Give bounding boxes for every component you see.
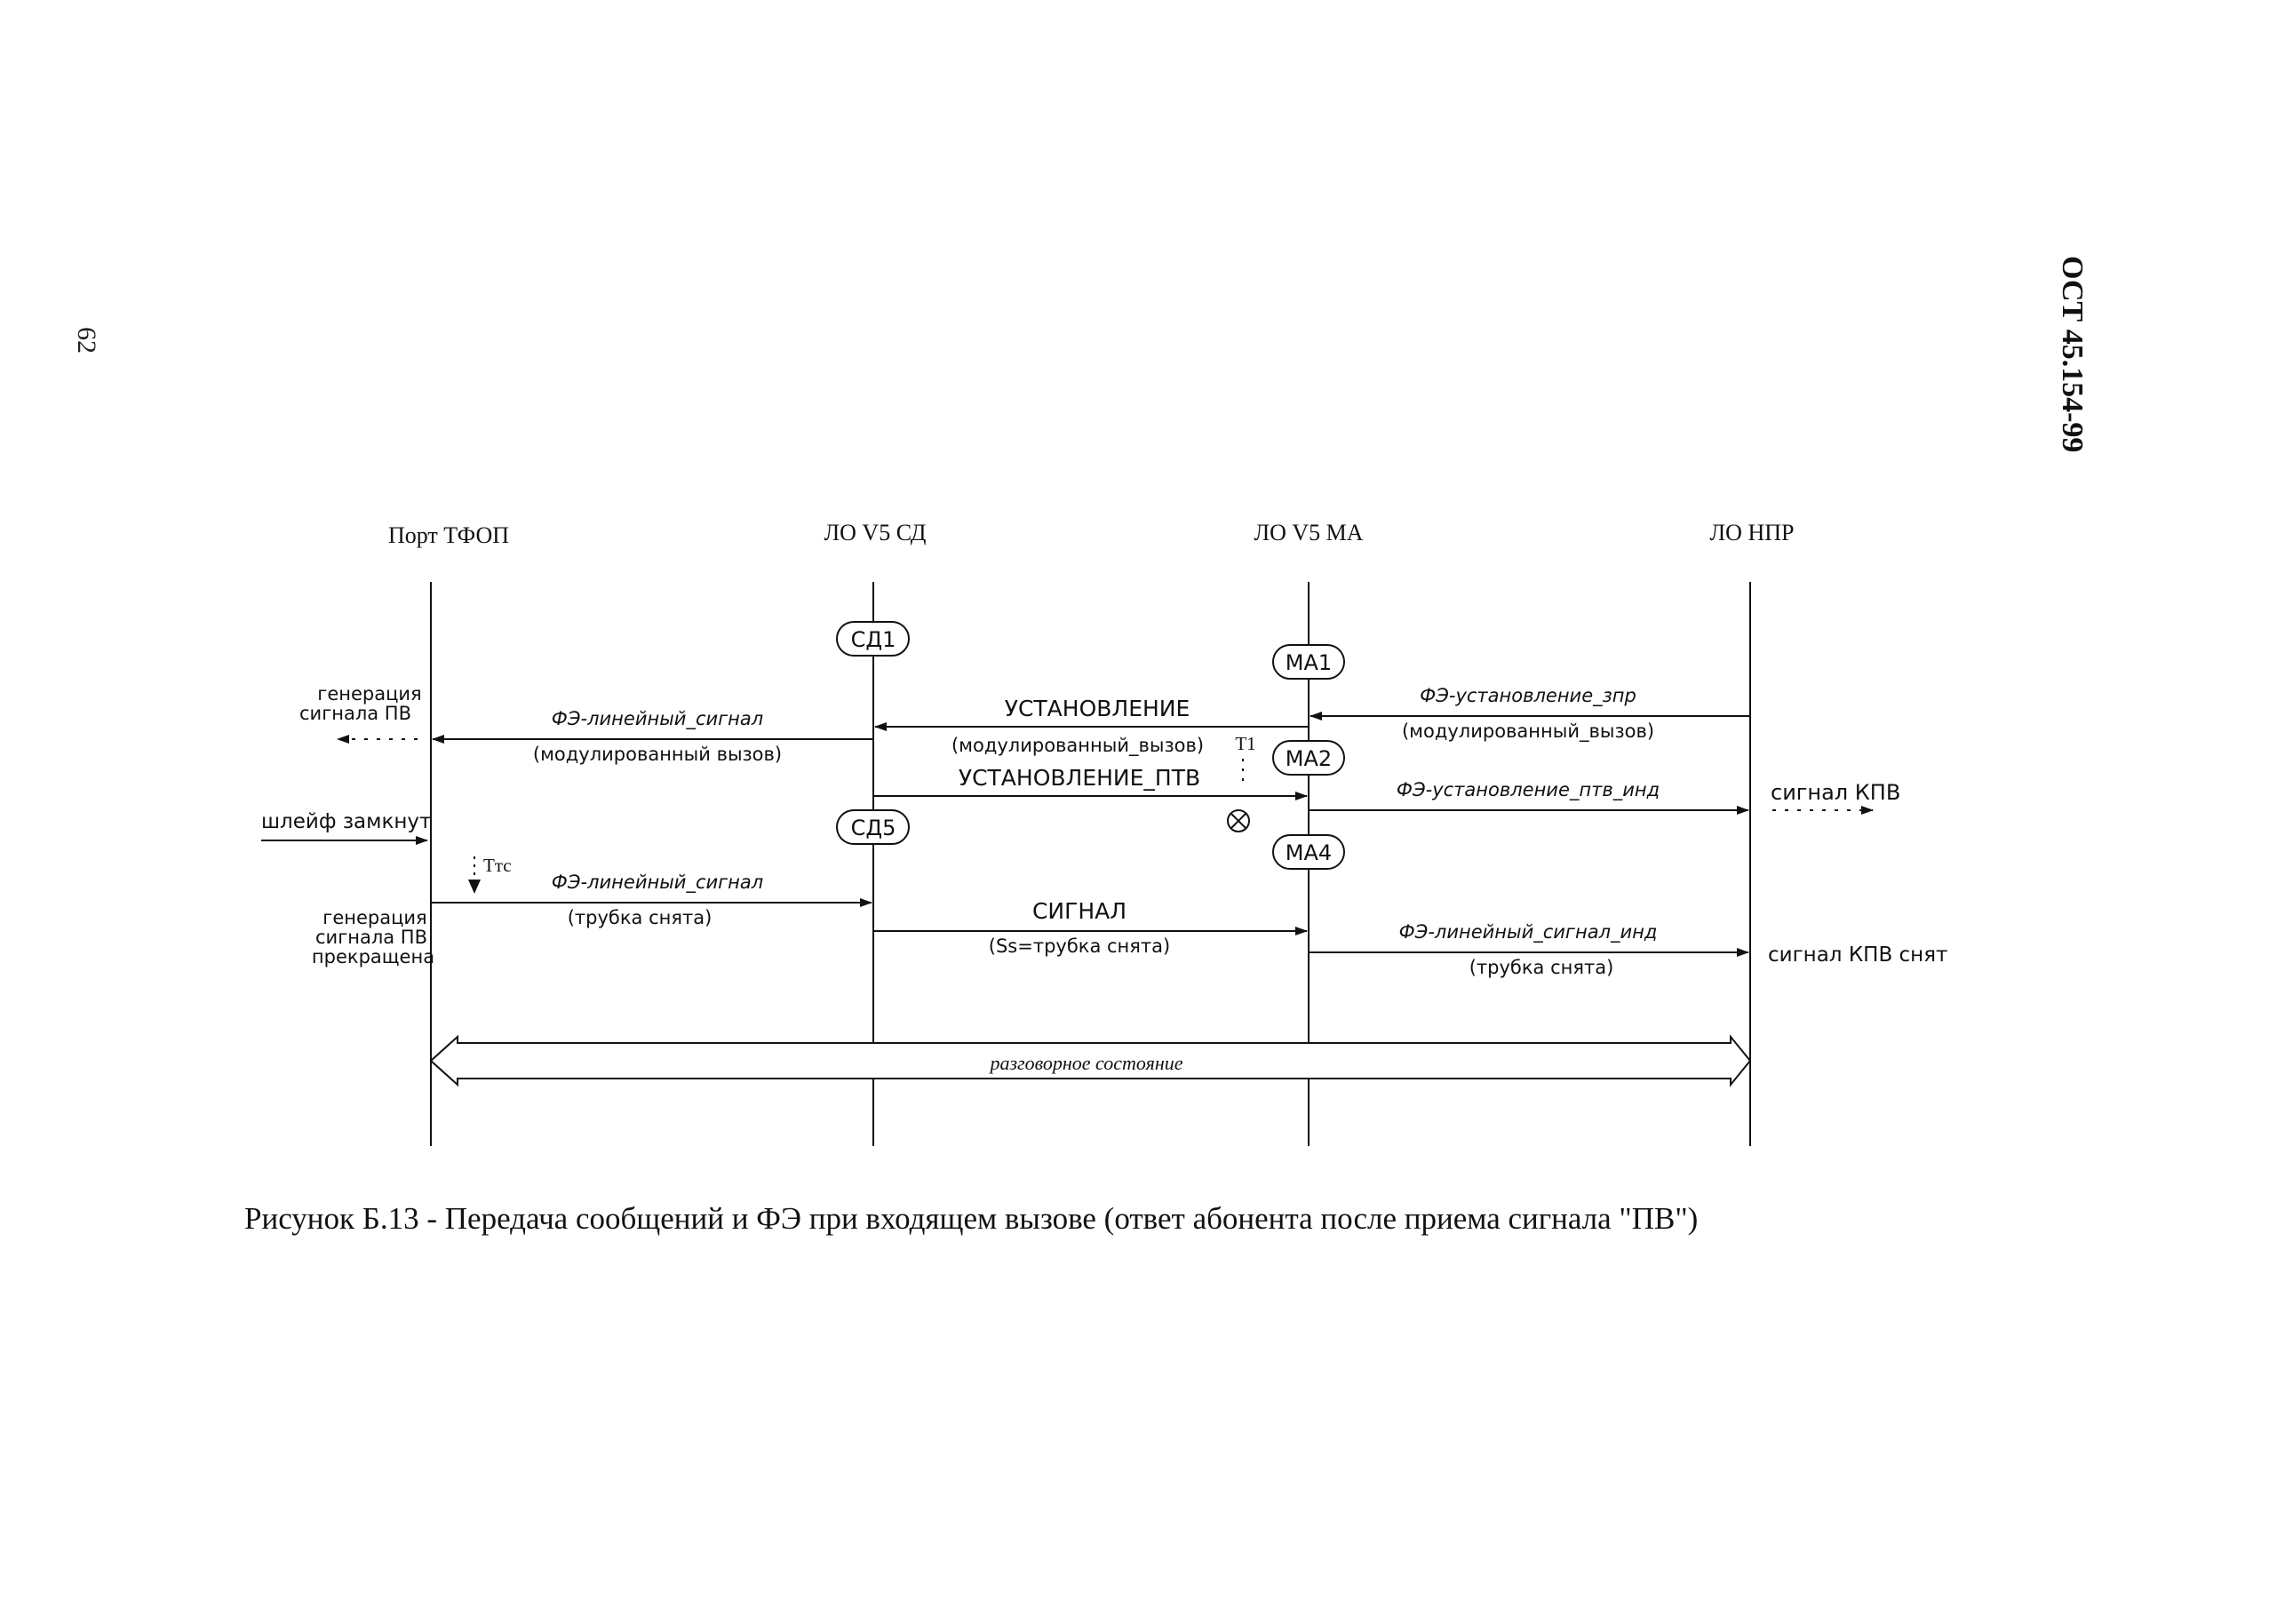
note-gen-stop-line3: прекращена bbox=[312, 946, 434, 967]
msg-fe-setup-req-label: ФЭ-установление_зпр bbox=[1420, 685, 1636, 707]
conversation-state-label: разговорное состояние bbox=[988, 1052, 1182, 1074]
msg-setup-ptv-label: УСТАНОВЛЕНИЕ_ПТВ bbox=[959, 765, 1200, 791]
note-gen-pv-line2: сигнала ПВ bbox=[299, 703, 411, 724]
msg-signal-label: СИГНАЛ bbox=[1032, 898, 1127, 924]
msg-signal-param: (Ss=трубка снята) bbox=[989, 935, 1170, 957]
msg-fe-line-signal-1-label: ФЭ-линейный_сигнал bbox=[552, 708, 763, 730]
state-ma4: МА4 bbox=[1272, 834, 1345, 870]
timer-stop-icon bbox=[1227, 809, 1250, 832]
note-gen-stop-line2: сигнала ПВ bbox=[315, 927, 427, 948]
note-gen-stop-line1: генерация bbox=[322, 907, 426, 928]
page-number: 62 bbox=[72, 327, 101, 354]
msg-fe-line-signal-1-param: (модулированный вызов) bbox=[533, 744, 782, 765]
state-ma4-label: МА4 bbox=[1286, 840, 1332, 865]
msg-fe-line-signal-ind-param: (трубка снята) bbox=[1469, 957, 1614, 978]
state-sd1-label: СД1 bbox=[851, 627, 896, 652]
figure-caption: Рисунок Б.13 - Передача сообщений и ФЭ п… bbox=[244, 1201, 1699, 1236]
note-kpv-removed: сигнал КПВ снят bbox=[1768, 943, 1947, 967]
lane-header-lo-v5-ma: ЛО V5 МА bbox=[1254, 520, 1363, 545]
note-kpv-signal: сигнал КПВ bbox=[1771, 780, 1900, 805]
msg-setup-label: УСТАНОВЛЕНИЕ bbox=[1005, 696, 1190, 721]
conversation-state-band bbox=[429, 1034, 1752, 1087]
state-ma1: МА1 bbox=[1272, 644, 1345, 680]
lane-header-lo-npr: ЛО НПР bbox=[1710, 520, 1795, 545]
msg-setup-param: (модулированный_вызов) bbox=[951, 735, 1204, 757]
state-ma2-label: МА2 bbox=[1286, 746, 1332, 771]
note-loop-closed: шлейф замкнут bbox=[261, 810, 431, 833]
msg-fe-line-signal-2-param: (трубка снята) bbox=[568, 907, 713, 928]
timer-t1: T1 bbox=[1235, 733, 1255, 754]
state-sd1: СД1 bbox=[836, 621, 910, 657]
timer-ttc-label: Ттс bbox=[483, 855, 512, 876]
lane-header-pstn-port: Порт ТФОП bbox=[388, 522, 509, 548]
msg-fe-setup-ptv-ind-label: ФЭ-установление_птв_инд bbox=[1397, 779, 1660, 801]
state-sd5-label: СД5 bbox=[851, 816, 896, 840]
msg-fe-setup-req-param: (модулированный_вызов) bbox=[1402, 720, 1654, 743]
state-ma2: МА2 bbox=[1272, 740, 1345, 776]
msg-fe-line-signal-ind-label: ФЭ-линейный_сигнал_инд bbox=[1399, 921, 1658, 943]
document-code: ОСТ 45.154-99 bbox=[2056, 256, 2089, 452]
lane-header-lo-v5-sd: ЛО V5 СД bbox=[824, 520, 927, 545]
timer-ttc-triangle bbox=[468, 880, 481, 894]
state-sd5: СД5 bbox=[836, 809, 910, 845]
state-ma1-label: МА1 bbox=[1286, 650, 1332, 675]
msg-fe-line-signal-2-label: ФЭ-линейный_сигнал bbox=[552, 872, 763, 894]
note-gen-pv-line1: генерация bbox=[317, 683, 421, 705]
